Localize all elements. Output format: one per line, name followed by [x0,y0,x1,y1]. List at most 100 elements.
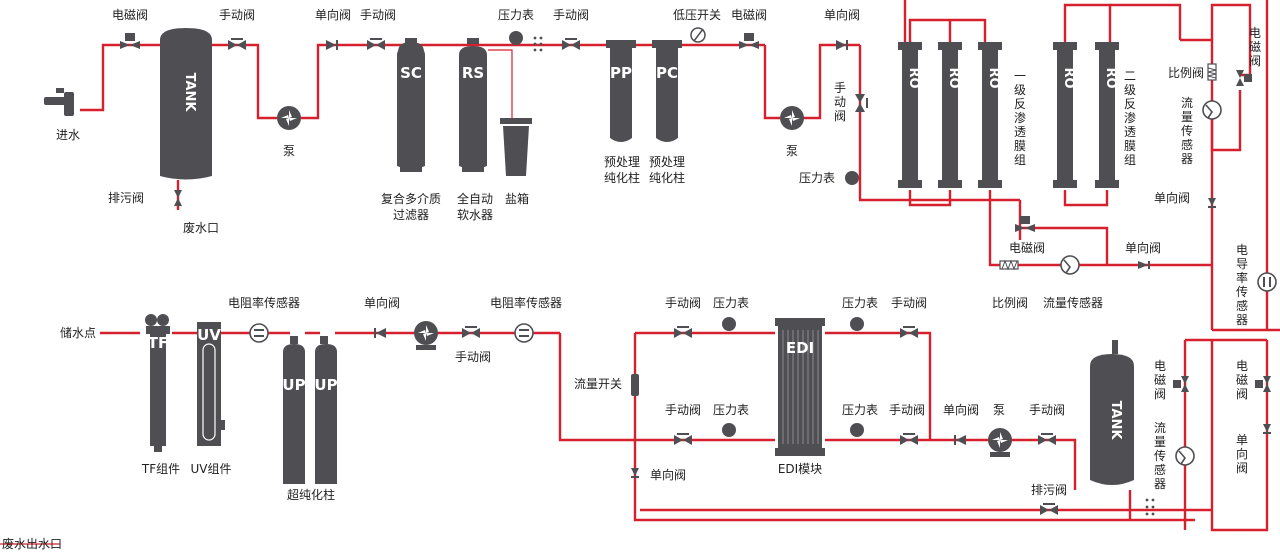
solenoid-valve-6-label: 电磁阀 [1236,359,1248,401]
drain-valve-label: 排污阀 [108,191,144,205]
ro-membrane-icon: RO [978,42,1002,188]
pp-tag: PP [610,64,632,82]
resistivity-sensor-2-label: 电阻率传感器 [490,295,562,310]
ro-tag-1: RO [906,67,921,88]
tank-tag: TANK [182,73,197,113]
drain-valve-icon[interactable] [174,180,182,210]
check-valve-icon[interactable] [1263,424,1271,434]
manual-valve-icon[interactable] [900,433,918,445]
ultra-pure-label: 超纯化柱 [287,487,335,502]
check-valve-3-label: 单向阀 [1154,190,1190,205]
solenoid-valve-1-label: 电磁阀 [112,7,148,22]
pump-1-label: 泵 [283,144,295,158]
sc-tag: SC [400,64,422,82]
waste-outlet-label: 废水口 [183,220,219,235]
check-valve-icon[interactable] [374,328,386,338]
dotted-connector [533,36,543,52]
pressure-gauge-icon [722,317,736,331]
check-valve-icon[interactable] [1138,261,1150,269]
flow-sensor-1-label: 流量传感器 [1181,96,1193,166]
solenoid-valve-icon[interactable] [1236,70,1252,86]
ro-stage2-label: 二级反渗透膜组 [1124,69,1136,167]
manual-valve-icon[interactable] [1038,433,1056,445]
conductivity-sensor-label: 电导率传感器 [1236,243,1248,327]
manual-valve-5-label: 手动阀 [455,350,491,364]
check-valve-icon[interactable] [326,40,338,50]
check-valve-icon[interactable] [631,468,639,478]
solenoid-valve-3-label: 电磁阀 [1249,26,1261,68]
pump-3-label: 泵 [993,403,1005,417]
multi-filter-label-2: 过滤器 [393,208,429,222]
solenoid-valve-icon[interactable] [739,33,759,49]
flow-switch-icon[interactable] [631,374,639,396]
check-valve-icon[interactable] [954,435,966,445]
ro-membrane-icon: RO [1095,42,1119,188]
pc-cartridge-icon: PC [652,40,682,142]
waste-outlet-2-label: 废水出水口 [2,536,62,551]
manual-valve-icon[interactable] [855,94,868,112]
solenoid-valve-icon[interactable] [1015,216,1035,232]
solenoid-valve-icon[interactable] [1173,376,1189,392]
pre-pp-label-2: 纯化柱 [604,170,640,185]
pressure-gauge-icon [509,31,523,45]
manual-valve-icon[interactable] [228,38,246,50]
pump-2-label: 泵 [786,144,798,158]
edi-tag: EDI [786,339,814,357]
uv-unit-icon: UV [197,322,225,446]
uv-unit-label: UV组件 [191,462,232,476]
conductivity-sensor-icon [1257,272,1277,292]
check-valve-icon[interactable] [836,40,848,50]
manual-valve-4-label: 手动阀 [834,81,846,123]
manual-valve-icon[interactable] [367,38,385,50]
flow-sensor-3-label: 流量传感器 [1154,421,1166,491]
ro-membrane-icon: RO [1053,42,1077,188]
manual-valve-icon[interactable] [674,326,692,338]
ro-stage1-label: 一级反渗透膜组 [1014,69,1026,167]
pressure-gauge-1-label: 压力表 [498,8,534,22]
solenoid-valve-2-label: 电磁阀 [731,7,767,22]
manual-valve-icon[interactable] [900,326,918,338]
drain-valve-2-label: 排污阀 [1031,483,1067,497]
flow-sensor-icon [1175,446,1195,466]
edi-module-icon: EDI [775,318,825,456]
check-valve-5-label: 单向阀 [364,295,400,310]
ro-tag-5: RO [1103,67,1118,88]
manual-valve-9-label: 手动阀 [889,403,925,417]
uv-tag: UV [197,326,221,344]
ro-tag-3: RO [986,67,1001,88]
manual-valve-8-label: 手动阀 [891,296,927,310]
solenoid-valve-5-label: 电磁阀 [1154,359,1166,401]
faucet-icon [44,88,74,116]
flow-switch-label: 流量开关 [574,377,622,391]
flow-sensor-icon [1060,255,1080,275]
dotted-connector [1145,498,1155,516]
manual-valve-icon[interactable] [462,326,480,338]
check-valve-4-label: 单向阀 [1125,240,1161,255]
drain-valve-icon[interactable] [1040,503,1058,515]
manual-valve-icon[interactable] [562,38,580,50]
check-valve-2-label: 单向阀 [824,7,860,22]
pump-icon[interactable] [988,428,1012,457]
ro-membrane-icon: RO [938,42,962,188]
tf-tag: TF [148,334,168,352]
softener-label-1: 全自动 [457,191,493,206]
proportional-valve-icon[interactable] [999,259,1019,271]
pump-icon[interactable] [780,106,804,130]
sc-vessel-icon: SC [397,38,425,172]
pre-pc-label-2: 纯化柱 [649,170,685,185]
pump-icon[interactable] [414,321,438,350]
check-valve-icon[interactable] [1208,198,1216,208]
manual-valve-icon[interactable] [674,433,692,445]
manual-valve-10-label: 手动阀 [1029,403,1065,417]
edi-module-label: EDI模块 [778,462,822,476]
solenoid-valve-icon[interactable] [120,33,140,49]
pump-icon[interactable] [277,106,301,130]
check-valve-6-label: 单向阀 [650,467,686,482]
pc-tag: PC [656,64,678,82]
rs-vessel-icon: RS [459,38,487,172]
proportional-valve-icon[interactable] [1207,63,1217,81]
salt-box-icon [500,118,532,176]
solenoid-valve-icon[interactable] [1255,376,1271,392]
